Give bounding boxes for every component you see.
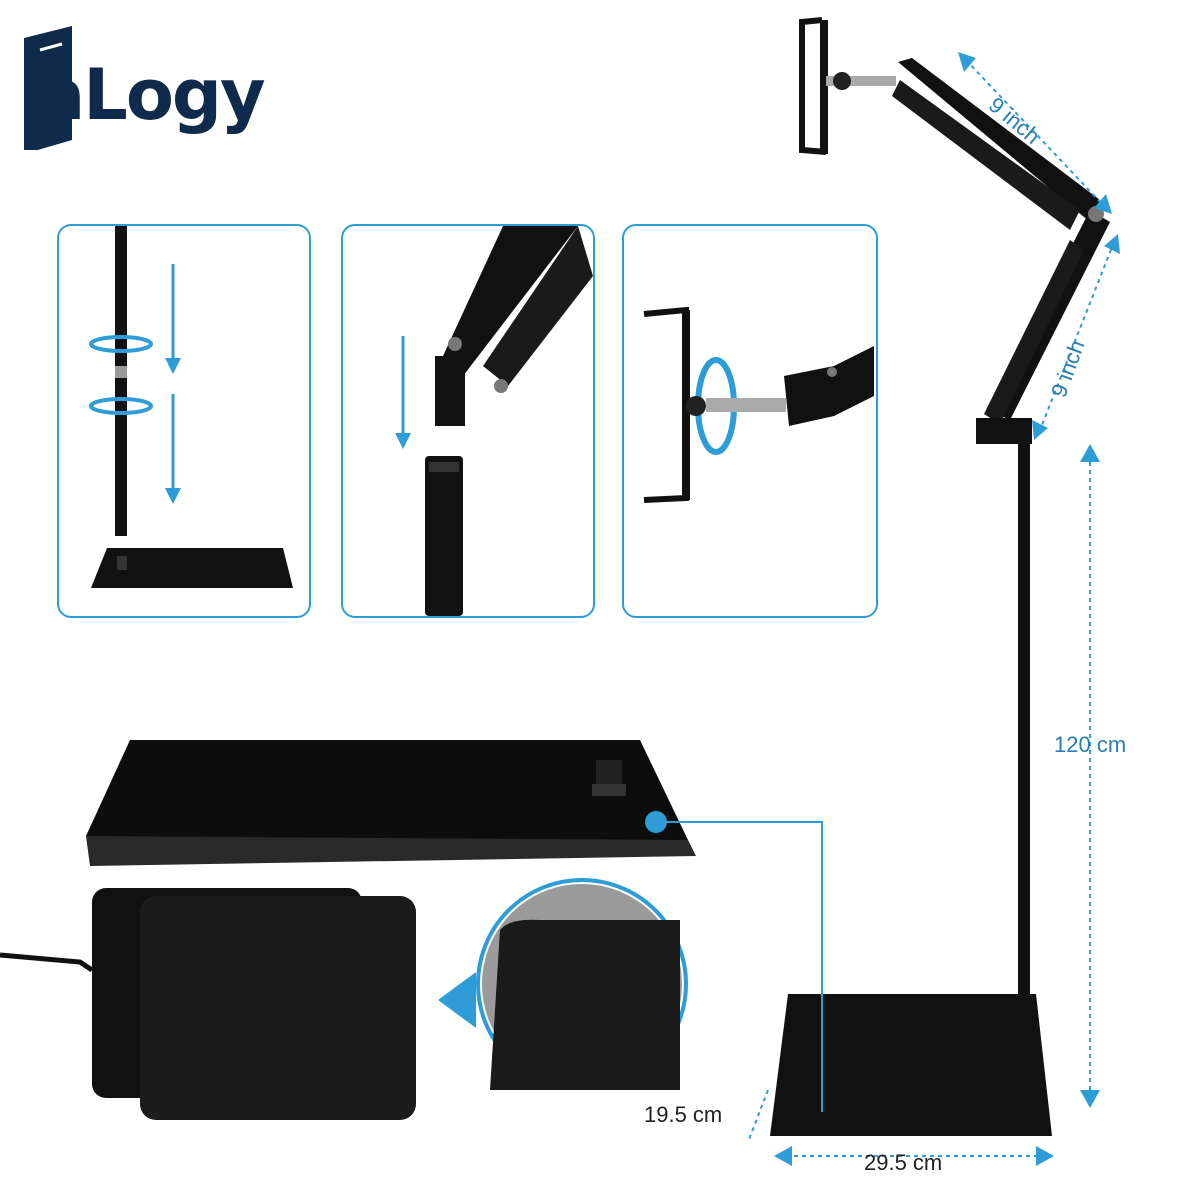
base-depth-label: 19.5 cm	[644, 1102, 723, 1127]
magnified-pad-icon	[438, 878, 688, 1090]
panel-tablet-clamp	[622, 224, 878, 618]
base-plate-icon	[770, 994, 1052, 1136]
arm-mount-icon	[395, 226, 593, 616]
panel-pole-assembly	[57, 224, 311, 618]
callout-line	[656, 821, 823, 1112]
dimension-guides	[747, 59, 1115, 1157]
logo-door-icon	[24, 26, 72, 154]
tablet-clamp-rotate-icon	[643, 306, 874, 503]
brand-logo: aLogy	[10, 20, 266, 154]
base-width-label: 29.5 cm	[864, 1150, 943, 1175]
swing-arm-icon	[892, 58, 1110, 444]
pole-icon	[1018, 440, 1030, 1010]
pole-height-label: 120 cm	[1054, 732, 1127, 757]
logo-text: aLogy	[38, 54, 266, 136]
base-closeup-icon	[86, 740, 696, 866]
foam-pads-icon	[0, 888, 416, 1120]
panel-arm-mount	[341, 224, 595, 618]
dimension-arrows	[774, 52, 1120, 1166]
pole-assembly-icon	[89, 226, 293, 588]
tablet-holder-icon	[799, 17, 896, 155]
